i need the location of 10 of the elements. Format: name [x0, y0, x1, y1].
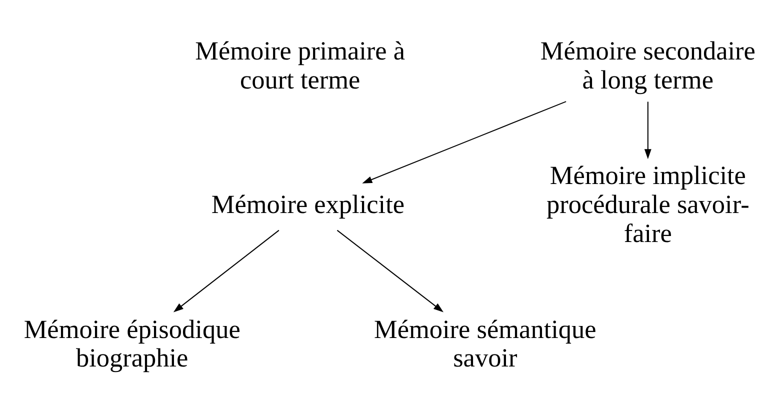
arrow — [644, 101, 652, 159]
node-text: Mémoire sémantique savoir — [374, 314, 596, 372]
arrow — [362, 100, 566, 183]
arrow — [336, 229, 444, 312]
node-text: Mémoire implicite procédurale savoir-faire — [546, 160, 750, 248]
node-text: Mémoire secondaire à long terme — [540, 36, 756, 94]
arrow — [173, 229, 280, 312]
node-text: Mémoire épisodique biographie — [24, 314, 240, 372]
node-text: Mémoire explicite — [211, 190, 405, 219]
node-text: Mémoire primaire à court terme — [195, 36, 406, 94]
